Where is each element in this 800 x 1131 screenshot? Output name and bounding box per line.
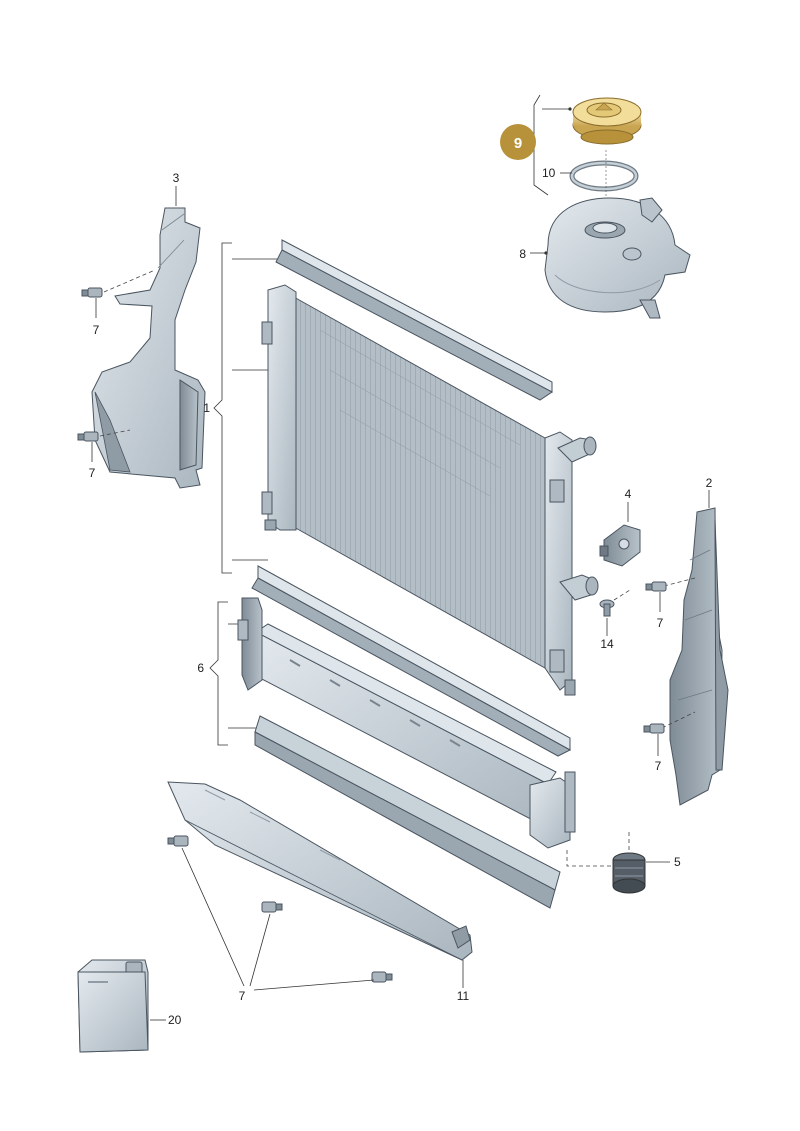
callout-9[interactable]: 9 xyxy=(500,124,536,160)
clip-upper-left xyxy=(81,287,103,298)
label-part-14: 14 xyxy=(600,637,614,651)
label-part-7-mid-left: 7 xyxy=(89,466,96,480)
radiator xyxy=(261,284,599,696)
left-air-duct xyxy=(91,207,206,489)
clip-lower-right xyxy=(643,723,665,734)
coolant-container xyxy=(77,959,149,1053)
callout-9-label: 9 xyxy=(514,135,522,152)
label-part-1: 1 xyxy=(203,401,210,415)
label-part-2: 2 xyxy=(706,476,713,490)
label-part-11: 11 xyxy=(457,989,470,1003)
clip-bottom-3 xyxy=(371,971,393,983)
auxiliary-cooler xyxy=(237,597,576,849)
label-part-7-upper-right: 7 xyxy=(657,616,664,630)
right-air-duct xyxy=(669,507,729,806)
label-part-10: 10 xyxy=(542,166,556,180)
label-part-7-upper-left: 7 xyxy=(93,323,100,337)
expansion-tank xyxy=(544,197,691,319)
clip-bottom-2 xyxy=(261,901,283,913)
bracket-6 xyxy=(209,601,228,746)
label-part-8: 8 xyxy=(519,247,526,261)
holder-4 xyxy=(599,524,641,567)
label-part-4: 4 xyxy=(625,487,632,501)
expansion-tank-group xyxy=(530,94,691,319)
label-part-20: 20 xyxy=(168,1013,182,1027)
lower-duct-strip xyxy=(254,715,561,909)
label-part-7-bottom: 7 xyxy=(239,989,246,1003)
rubber-mount-5 xyxy=(612,852,646,894)
seal-ring xyxy=(569,160,639,192)
label-part-6: 6 xyxy=(197,661,204,675)
clip-mid-left xyxy=(77,431,99,442)
clip-upper-right xyxy=(645,581,667,592)
label-part-7-lower-right: 7 xyxy=(655,759,662,773)
lower-seal-strip xyxy=(251,565,572,757)
bottom-air-guide xyxy=(167,781,473,961)
label-part-3: 3 xyxy=(173,171,180,185)
bracket-1 xyxy=(213,242,232,574)
clip-bottom-1 xyxy=(167,835,189,847)
label-part-5: 5 xyxy=(674,855,681,869)
bolt-14 xyxy=(599,599,615,617)
filler-cap xyxy=(572,97,642,145)
top-seal-strip xyxy=(275,239,553,401)
